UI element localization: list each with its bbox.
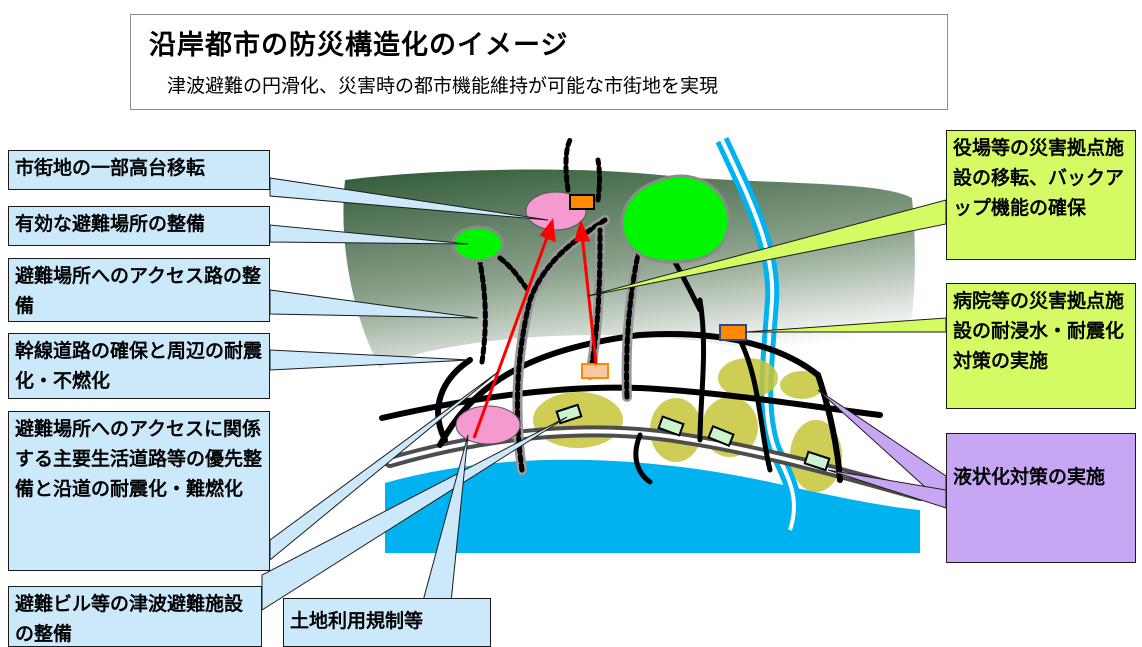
sea bbox=[385, 459, 920, 553]
callout-hospital: 病院等の災害拠点施設の耐浸水・耐震化対策の実施 bbox=[946, 283, 1136, 409]
callout-living-road: 避難場所へのアクセスに関係する主要生活道路等の優先整備と沿道の耐震化・難燃化 bbox=[8, 411, 270, 571]
hospital-facility bbox=[719, 324, 747, 341]
callout-trunk-road: 幹線道路の確保と周辺の耐震化・不燃化 bbox=[8, 333, 270, 399]
lowland-shelter-area bbox=[455, 405, 521, 445]
callout-shelter: 有効な避難場所の整備 bbox=[8, 206, 270, 246]
callout-gov-facility: 役場等の災害拠点施設の移転、バックアップ機能の確保 bbox=[946, 130, 1136, 260]
river-inner bbox=[720, 139, 797, 531]
callout-relocation: 市街地の一部高台移転 bbox=[8, 150, 270, 190]
old-facility bbox=[581, 363, 609, 379]
callout-land-use: 土地利用規制等 bbox=[283, 598, 491, 647]
relocated-facility bbox=[569, 194, 595, 210]
relocation-arrows bbox=[472, 218, 598, 439]
callout-access-route: 避難場所へのアクセス路の整備 bbox=[8, 258, 270, 322]
page-subtitle: 津波避難の円滑化、災害時の都市機能維持が可能な市街地を実現 bbox=[167, 75, 719, 97]
title-box: 沿岸都市の防災構造化のイメージ 津波避難の円滑化、災害時の都市機能維持が可能な市… bbox=[130, 14, 948, 110]
page-title: 沿岸都市の防災構造化のイメージ bbox=[149, 30, 569, 61]
callout-liquefaction: 液状化対策の実施 bbox=[946, 433, 1136, 563]
evacuation-buildings bbox=[555, 403, 831, 472]
callout-pointers bbox=[261, 177, 947, 613]
large-park bbox=[620, 174, 731, 264]
callout-tsunami-building: 避難ビル等の津波避難施設の整備 bbox=[8, 586, 262, 647]
